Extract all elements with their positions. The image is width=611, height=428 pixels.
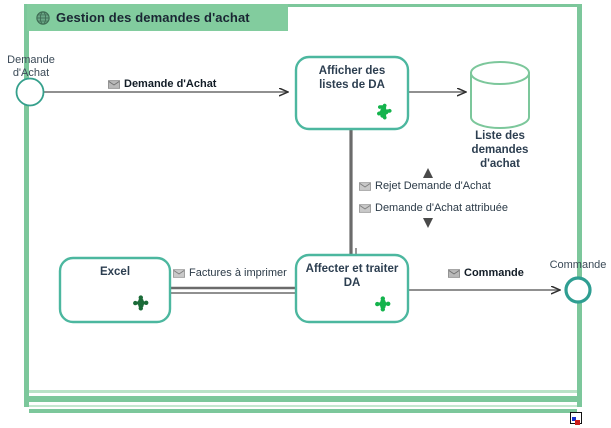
flow-demande-achat-label[interactable]: Demande d'Achat <box>107 77 218 91</box>
pool-frame <box>24 4 582 413</box>
start-event-shape[interactable] <box>15 77 45 107</box>
task-afficher-listes-da-shape[interactable] <box>294 55 410 131</box>
flow-rejet-demande-achat-label[interactable]: Rejet Demande d'Achat <box>358 179 492 193</box>
envelope-icon <box>108 79 120 89</box>
end-event-label: Commande <box>541 259 611 272</box>
datastore-line1: Liste des <box>475 130 525 142</box>
task-afficher-line2: listes de DA <box>319 79 385 91</box>
task-afficher-line1: Afficher des <box>318 65 386 77</box>
arrow-down-attribuee <box>423 218 433 228</box>
flow-factures-a-imprimer-label[interactable]: Factures à imprimer <box>172 266 288 280</box>
datastore-line2: demandes <box>471 144 529 156</box>
puzzle-icon <box>372 103 392 123</box>
task-affecter-traiter-da-label: Affecter et traiter DA <box>296 262 408 290</box>
pool-title: Gestion des demandes d'achat <box>56 10 250 25</box>
envelope-icon <box>359 181 371 191</box>
task-affecter-line2: DA <box>343 277 361 289</box>
globe-icon <box>36 10 50 25</box>
puzzle-icon <box>130 293 150 313</box>
task-excel-label: Excel <box>60 265 170 279</box>
flow-commande-text: Commande <box>464 266 524 279</box>
connector-afficher-to-affecter[interactable] <box>349 128 357 262</box>
datastore-shape[interactable] <box>470 61 530 129</box>
datastore-line3: d'achat <box>480 158 520 170</box>
datastore-label: Liste des demandes d'achat <box>455 129 545 171</box>
task-affecter-line1: Affecter et traiter <box>305 263 399 275</box>
task-afficher-listes-da-label: Afficher des listes de DA <box>296 64 408 92</box>
connector-excel-to-affecter[interactable] <box>168 286 295 294</box>
pool-header[interactable]: Gestion des demandes d'achat <box>27 4 288 31</box>
flow-demande-achat-text: Demande d'Achat <box>124 77 217 90</box>
task-excel-line1: Excel <box>99 266 131 278</box>
start-event-label-line2: d'Achat <box>12 67 50 79</box>
flow-commande-label[interactable]: Commande <box>447 266 525 280</box>
end-event-shape[interactable] <box>564 276 592 304</box>
start-event-label: Demande d'Achat <box>0 54 62 80</box>
end-event-label-line1: Commande <box>549 259 607 271</box>
flow-rejet-demande-achat-text: Rejet Demande d'Achat <box>375 179 491 192</box>
start-event-label-line1: Demande <box>7 54 55 66</box>
resize-handle-icon <box>572 417 580 425</box>
resize-handle[interactable] <box>570 412 582 425</box>
envelope-icon <box>448 268 460 278</box>
envelope-icon <box>173 268 185 278</box>
flow-demande-achat-attribuee-text: Demande d'Achat attribuée <box>375 201 508 214</box>
puzzle-icon <box>372 294 392 314</box>
envelope-icon <box>359 203 371 213</box>
flow-demande-achat-attribuee-label[interactable]: Demande d'Achat attribuée <box>358 201 509 215</box>
arrow-up-rejet <box>423 168 433 178</box>
flow-factures-a-imprimer-text: Factures à imprimer <box>189 266 287 279</box>
